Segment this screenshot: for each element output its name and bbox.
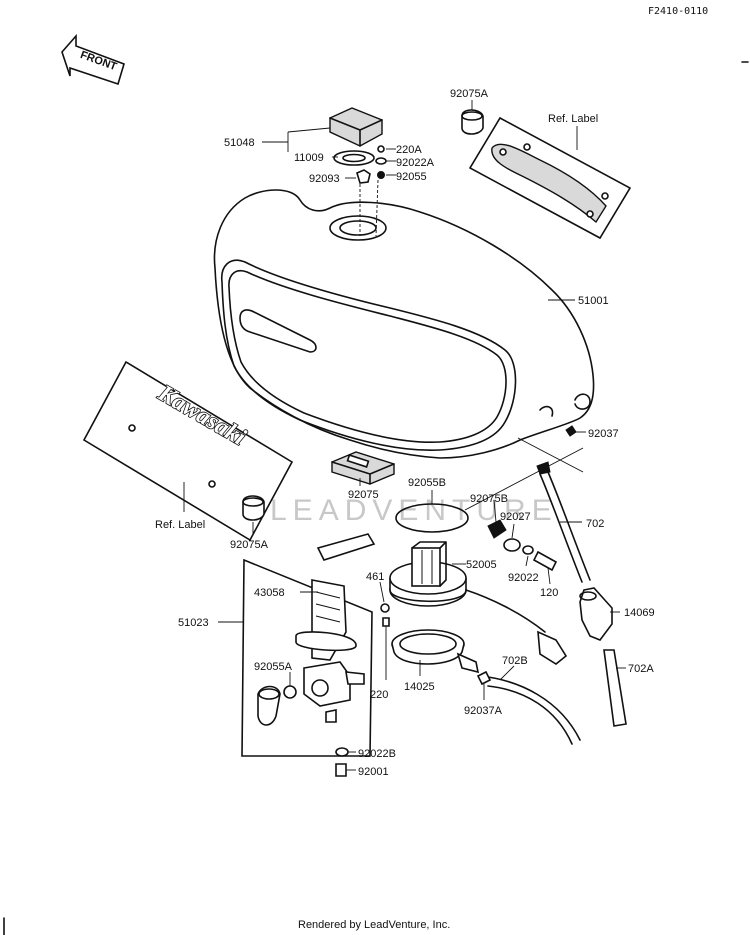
collar-92027 — [503, 538, 521, 552]
label-92075A-left: 92075A — [230, 539, 269, 551]
ref-label-panel-top — [468, 116, 632, 240]
cap-gasket — [333, 150, 375, 166]
hose-702 — [547, 471, 591, 581]
bolt-92001 — [335, 763, 347, 777]
washer-92022 — [522, 545, 534, 555]
label-92022: 92022 — [508, 572, 539, 584]
label-461: 461 — [366, 571, 384, 583]
strainer-14025 — [391, 629, 480, 674]
filler-cap — [329, 107, 383, 147]
label-11009: 11009 — [294, 152, 324, 164]
label-92055A: 92055A — [254, 661, 293, 673]
label-92055B: 92055B — [408, 477, 446, 489]
front-arrow-icon: FRONT — [61, 33, 125, 86]
fuel-tank — [213, 189, 595, 459]
screw-220A — [377, 145, 385, 153]
label-702B: 702B — [502, 655, 528, 667]
label-51023: 51023 — [178, 617, 209, 629]
figure-code: F2410-0110 — [648, 6, 708, 17]
label-120: 120 — [540, 587, 558, 599]
footer-credit: Rendered by LeadVenture, Inc. — [298, 919, 450, 931]
label-ref-left: Ref. Label — [155, 519, 205, 531]
rubber-92075A-left — [242, 495, 265, 521]
washer-92022A — [375, 157, 387, 165]
watermark: LEADVENTURE — [270, 494, 558, 527]
label-92037A: 92037A — [464, 705, 503, 717]
bolt-120 — [532, 550, 558, 572]
plate-92093 — [356, 169, 371, 184]
label-14025: 14025 — [404, 681, 435, 693]
label-702A: 702A — [628, 663, 654, 675]
label-51001: 51001 — [578, 295, 609, 307]
label-702: 702 — [586, 518, 604, 530]
screw-220 — [382, 617, 390, 627]
hose-702A — [603, 649, 627, 727]
label-52005: 52005 — [466, 559, 497, 571]
part-labels: 51048 11009 220A 92022A 92093 92055 9207… — [155, 88, 655, 778]
label-220A: 220A — [396, 144, 422, 156]
bracket-strip — [316, 533, 376, 561]
label-14069: 14069 — [624, 607, 655, 619]
label-92037: 92037 — [588, 428, 619, 440]
petcock-panel — [241, 558, 373, 757]
label-92022A: 92022A — [396, 157, 435, 169]
filter-14069 — [579, 587, 613, 641]
clip-92037 — [565, 425, 577, 437]
label-92075B: 92075B — [470, 493, 508, 505]
label-220: 220 — [370, 689, 388, 701]
label-92027: 92027 — [500, 511, 531, 523]
label-92075: 92075 — [348, 489, 379, 501]
label-92055: 92055 — [396, 171, 427, 183]
label-ref-top: Ref. Label — [548, 113, 598, 125]
fuel-sender-52005 — [389, 541, 568, 665]
label-92093: 92093 — [309, 173, 340, 185]
rubber-92075A-top — [461, 109, 484, 135]
clamp-461 — [380, 603, 390, 613]
label-92001: 92001 — [358, 766, 389, 778]
clip-92037A — [476, 670, 492, 686]
label-92075A-top: 92075A — [450, 88, 489, 100]
label-51048: 51048 — [224, 137, 255, 149]
leader-lines — [218, 100, 626, 771]
hose-702B — [479, 675, 581, 741]
label-43058: 43058 — [254, 587, 285, 599]
label-92022B: 92022B — [358, 748, 396, 760]
rubber-block-92075 — [331, 451, 395, 485]
oring-92055 — [377, 171, 385, 179]
washer-92022B — [335, 747, 349, 757]
